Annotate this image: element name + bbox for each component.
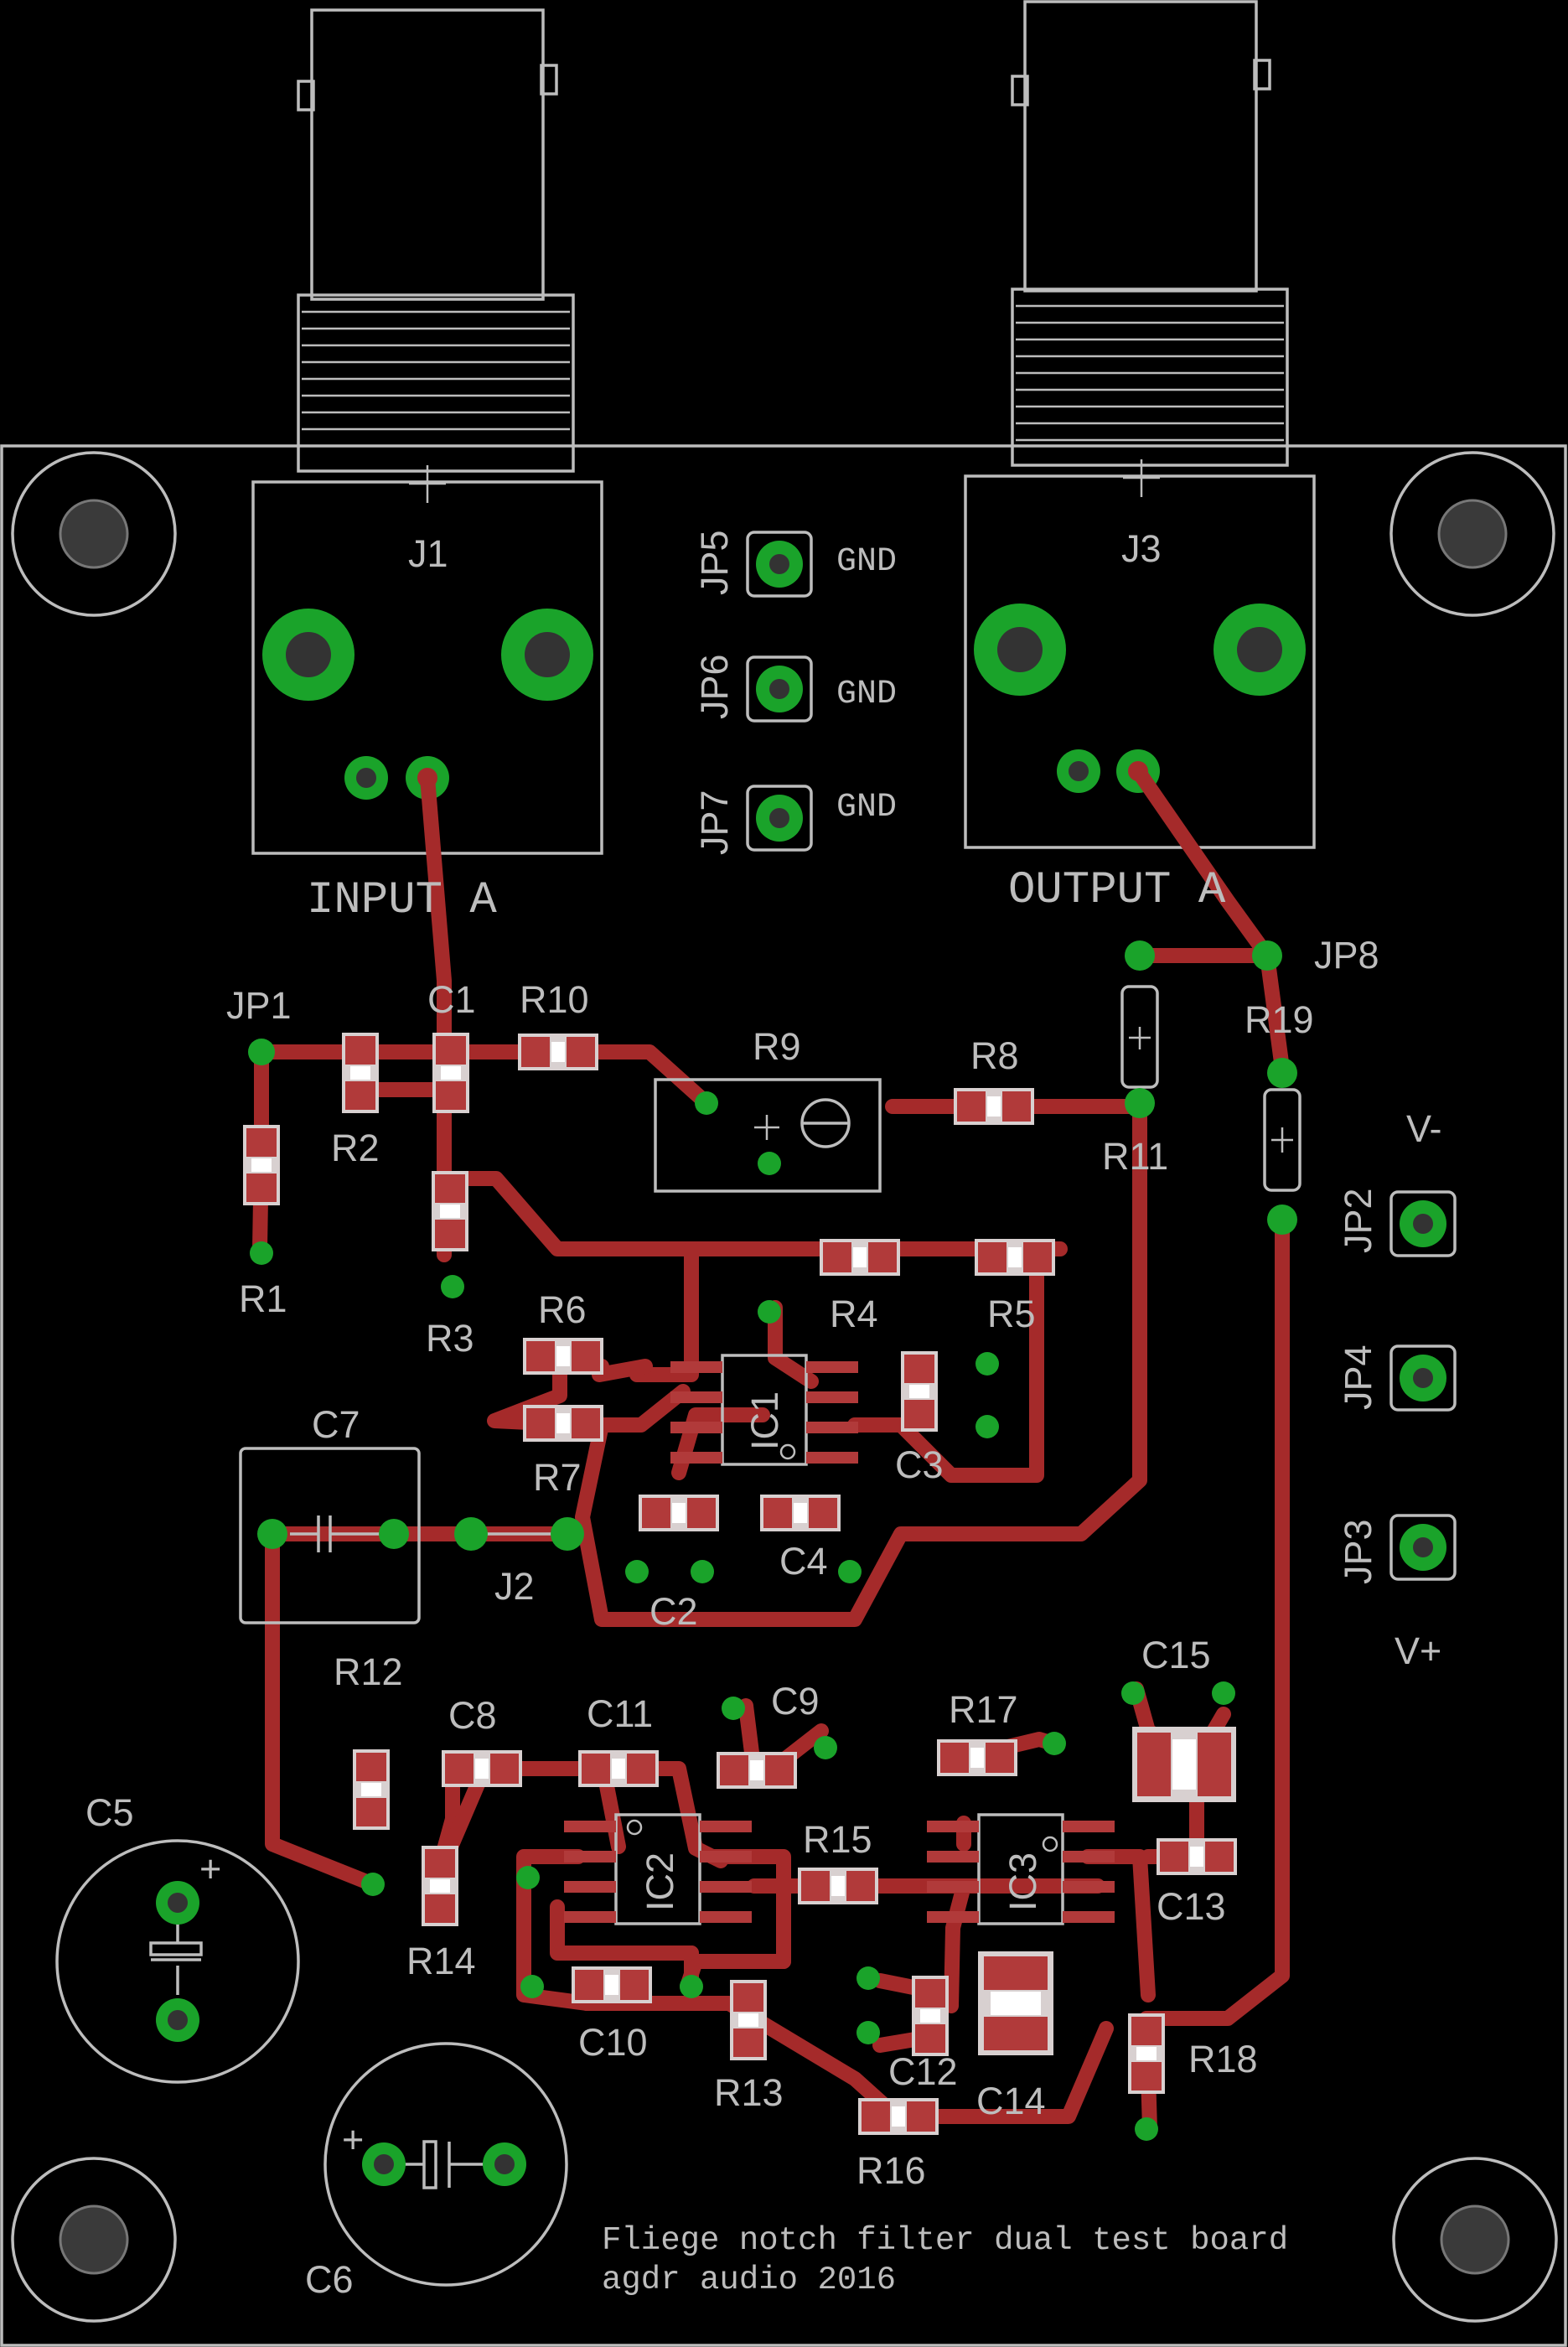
label-v-minus: V- [1406,1107,1442,1150]
label-gnd-1: GND [836,543,897,581]
label-r16: R16 [856,2149,926,2192]
resistor-r11-body [1120,985,1159,1089]
label-c10: C10 [578,2021,648,2064]
label-r12: R12 [334,1650,403,1693]
label-gnd-2: GND [836,676,897,713]
label-r17: R17 [949,1688,1018,1731]
bnc-connector-output [964,0,1316,849]
footer-board-title: Fliege notch filter dual test board [602,2222,1288,2259]
label-c2: C2 [649,1590,698,1633]
mounting-hole-top-left [11,451,177,617]
through-hole-pads [156,531,1457,2186]
label-jp6: JP6 [693,654,736,719]
label-r7: R7 [533,1456,582,1499]
label-c6: C6 [305,2258,354,2301]
label-r8: R8 [970,1034,1019,1077]
svg-text:+: + [199,1847,221,1890]
label-c15: C15 [1141,1634,1211,1676]
svg-text:+: + [342,2118,364,2161]
trimmer-potentiometer [654,1078,882,1193]
label-r6: R6 [538,1288,587,1331]
label-ic3: IC3 [1001,1852,1044,1911]
label-r3: R3 [426,1317,474,1360]
label-jp7: JP7 [693,790,736,855]
label-c13: C13 [1157,1885,1226,1928]
label-j3: J3 [1121,527,1162,570]
label-jp2: JP2 [1337,1188,1379,1253]
silkscreen-labels: J1 INPUT A J3 OUTPUT A JP5 JP6 JP7 GND G… [85,527,1442,2301]
ic-package-ic3 [927,1813,1115,1925]
electrolytic-capacitor-c5: + [55,1839,300,2084]
label-c8: C8 [448,1694,497,1737]
label-jp8: JP8 [1314,934,1379,977]
label-jp3: JP3 [1337,1519,1379,1584]
label-v-plus: V+ [1395,1629,1441,1672]
label-c3: C3 [895,1443,944,1486]
bnc-connector-input [251,8,603,855]
label-c5: C5 [85,1791,134,1834]
label-ic2: IC2 [639,1852,681,1911]
footer-credit: agdr audio 2016 [602,2262,896,2298]
label-c11: C11 [587,1692,653,1735]
label-r10: R10 [520,978,589,1021]
board-outline [0,444,1567,2347]
label-r19: R19 [1245,998,1314,1041]
label-r1: R1 [239,1277,287,1320]
label-r18: R18 [1188,2038,1258,2080]
label-r14: R14 [406,1940,476,1982]
label-input-a: INPUT A [307,875,497,926]
label-gnd-3: GND [836,789,897,826]
label-jp5: JP5 [693,530,736,595]
label-c12: C12 [888,2050,958,2093]
label-r4: R4 [830,1293,878,1335]
label-jp4: JP4 [1337,1344,1379,1410]
label-r2: R2 [331,1127,380,1169]
label-jp1: JP1 [226,984,292,1027]
mounting-hole-top-right [1389,451,1555,617]
label-j1: J1 [408,532,448,575]
label-c9: C9 [771,1680,820,1723]
label-r11: R11 [1102,1135,1168,1178]
resistor-r19-body [1263,1088,1301,1192]
label-c14: C14 [976,2080,1046,2122]
label-r5: R5 [987,1293,1036,1335]
label-c1: C1 [427,978,476,1021]
label-c4: C4 [779,1540,828,1583]
label-j2: J2 [494,1565,535,1608]
label-r15: R15 [803,1818,872,1861]
label-output-a: OUTPUT A [1008,865,1226,916]
film-capacitor-footprint [239,1447,421,1624]
ic-package-ic2 [564,1813,752,1925]
electrolytic-capacitor-c6: + [323,2042,568,2287]
label-r13: R13 [714,2071,784,2114]
label-ic1: IC1 [743,1391,786,1450]
mounting-hole-bottom-right [1392,2157,1558,2323]
smd-components [243,1033,1237,2135]
label-r9: R9 [753,1025,801,1068]
ic-package-ic1 [670,1354,858,1466]
mounting-hole-bottom-left [11,2157,177,2323]
label-c7: C7 [312,1403,360,1446]
